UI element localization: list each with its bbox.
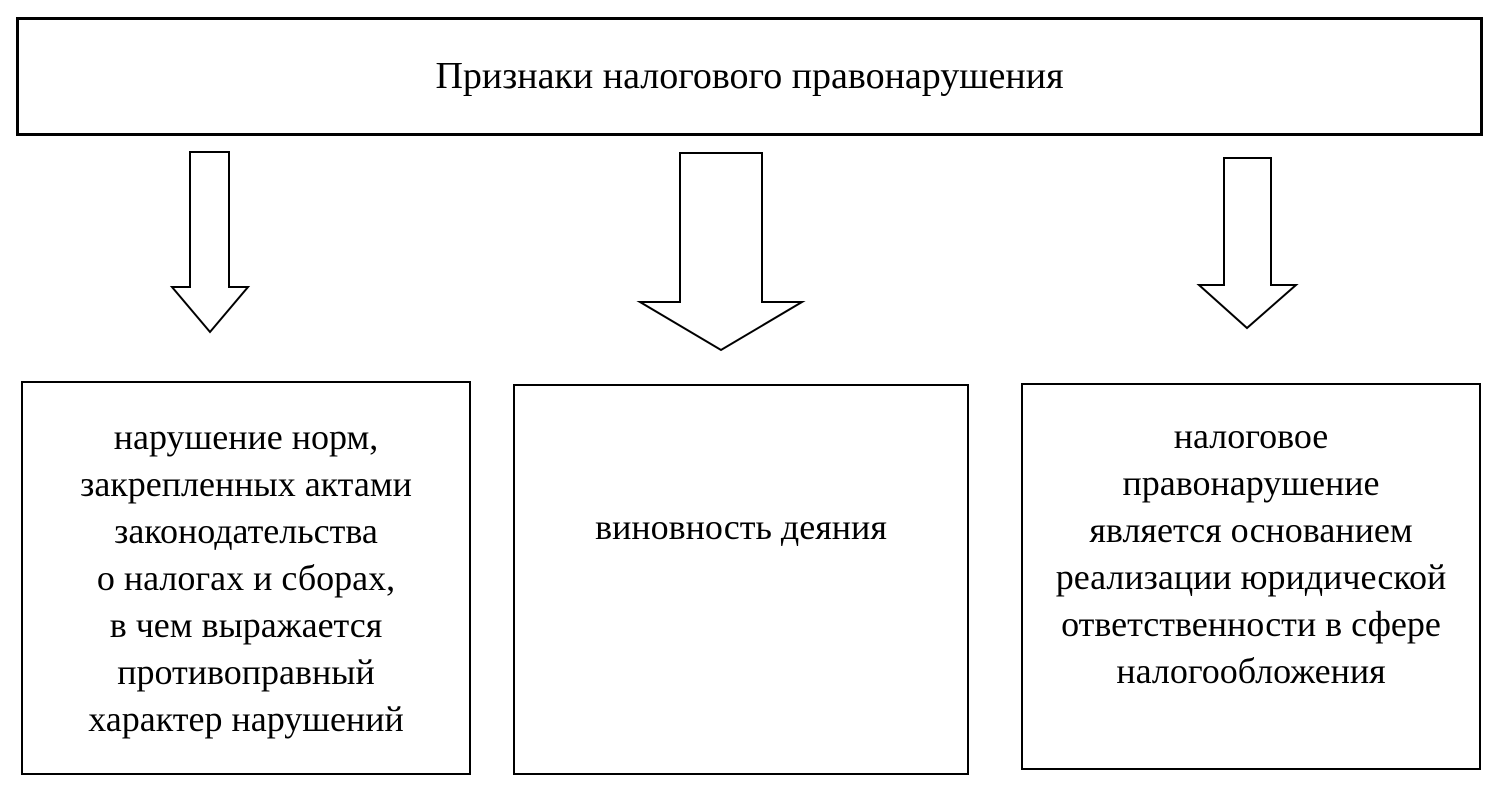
down-arrow-icon: [636, 152, 806, 352]
title-box: Признаки налогового правонарушения: [16, 17, 1483, 136]
box-illegality: нарушение норм, закрепленных актами зако…: [21, 381, 471, 775]
diagram-title: Признаки налогового правонарушения: [435, 54, 1064, 97]
box-liability-text: налоговое правонарушение является основа…: [1055, 416, 1447, 691]
box-guilt: виновность деяния: [513, 384, 969, 775]
box-illegality-text: нарушение норм, закрепленных актами зако…: [80, 416, 412, 739]
box-guilt-text: виновность деяния: [595, 507, 887, 547]
box-liability: налоговое правонарушение является основа…: [1021, 383, 1481, 770]
down-arrow-icon: [169, 151, 251, 334]
down-arrow-icon: [1196, 157, 1299, 330]
